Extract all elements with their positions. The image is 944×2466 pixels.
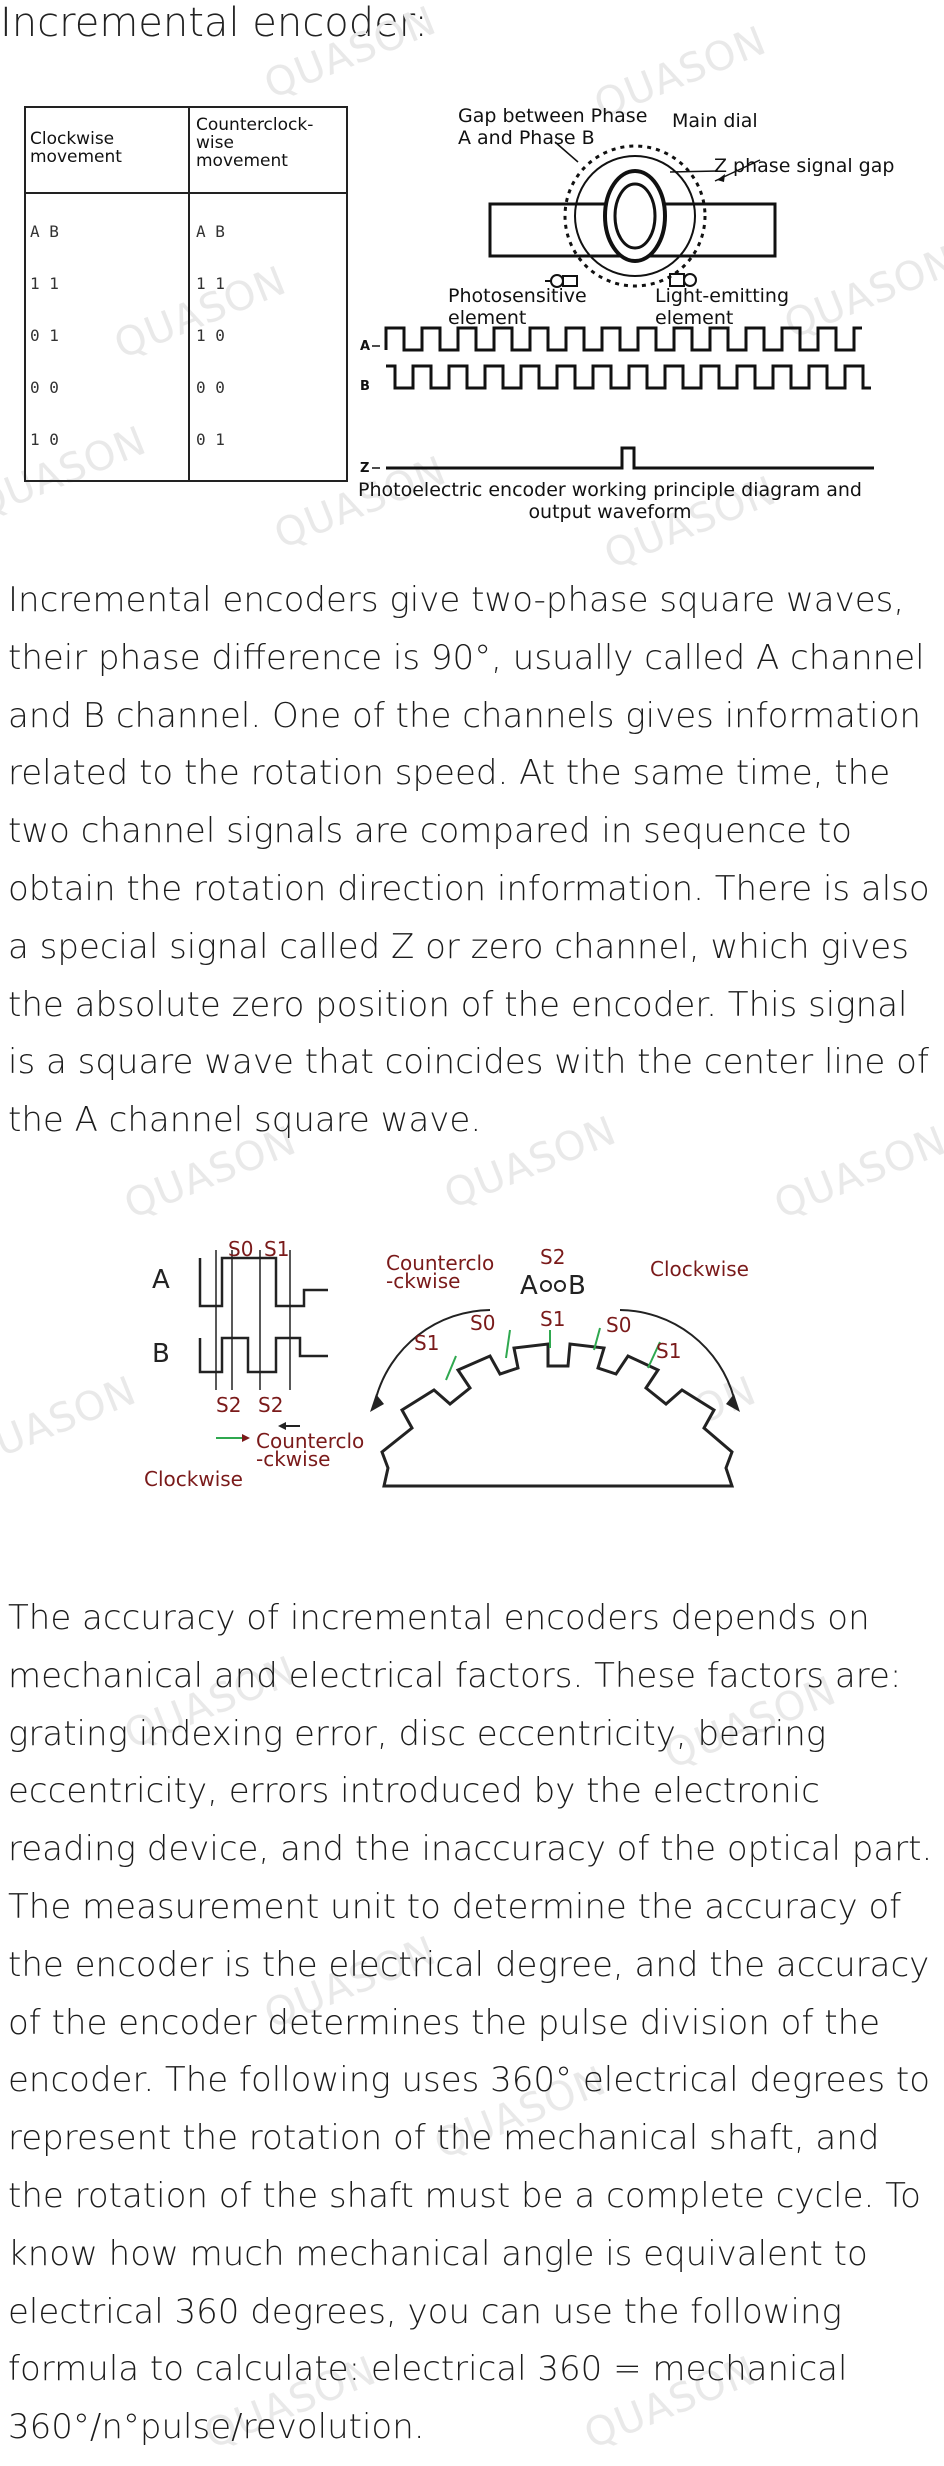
table-divider [26,192,346,194]
table-cell: A B [30,222,59,241]
table-divider [188,108,190,480]
direction-detection-diagram: A B S0 S1 S2 S2 Counterclo-ckwise Clockw… [144,1237,749,1491]
channel-a-label: A [360,339,370,354]
wave-a-label: A [152,1265,170,1295]
wave-s2: S2 [216,1393,241,1417]
wave-s0: S0 [228,1237,253,1261]
waveform-b [386,364,871,390]
channel-b-label: B [360,379,370,394]
table-cell: A B [196,222,225,241]
wave-counterclockwise-label: Counterclo-ckwise [256,1429,364,1471]
page-title: Incremental encoder: [0,0,428,46]
table-cell: 0 1 [196,430,225,449]
photosensitive-element [545,274,578,288]
sensor-b-label: B [568,1271,586,1301]
disc-s1: S1 [656,1339,681,1363]
table-cell: 1 1 [30,274,59,293]
waveform-b [198,1336,328,1374]
table-cell: 0 1 [30,326,59,345]
table-cell: 0 0 [30,378,59,397]
main-dial [563,144,707,288]
slotted-disc [380,1342,735,1488]
wave-s2: S2 [258,1393,283,1417]
wave-s1: S1 [264,1237,289,1261]
disc-counterclockwise-label: Counterclo-ckwise [386,1251,494,1293]
diagram-caption: Photoelectric encoder working principle … [358,479,862,523]
waveform-z [386,446,874,470]
waveform-a [198,1256,328,1308]
paragraph-phase-channels: Incremental encoders give two-phase squa… [8,580,930,1141]
sensor-a-label: A [520,1271,538,1301]
table-cell: 1 0 [30,430,59,449]
disc-clockwise-label: Clockwise [650,1257,749,1281]
disc-s1: S1 [414,1331,439,1355]
table-cell: 1 0 [196,326,225,345]
disc-s1: S1 [540,1307,565,1331]
light-emitting-element [669,273,697,287]
disc-s0: S0 [606,1313,631,1337]
disc-s2: S2 [540,1245,565,1269]
wave-clockwise-label: Clockwise [144,1467,243,1491]
paragraph-accuracy: The accuracy of incremental encoders dep… [8,1598,933,2448]
waveform-a [384,326,862,352]
wave-b-label: B [152,1339,170,1369]
table-cell: 1 1 [196,274,225,293]
label-main-dial: Main dial [672,110,758,132]
disc-s0: S0 [470,1311,495,1335]
label-z-gap: Z phase signal gap [714,155,894,177]
table-cell: 0 0 [196,378,225,397]
channel-z-label: Z [360,461,369,476]
